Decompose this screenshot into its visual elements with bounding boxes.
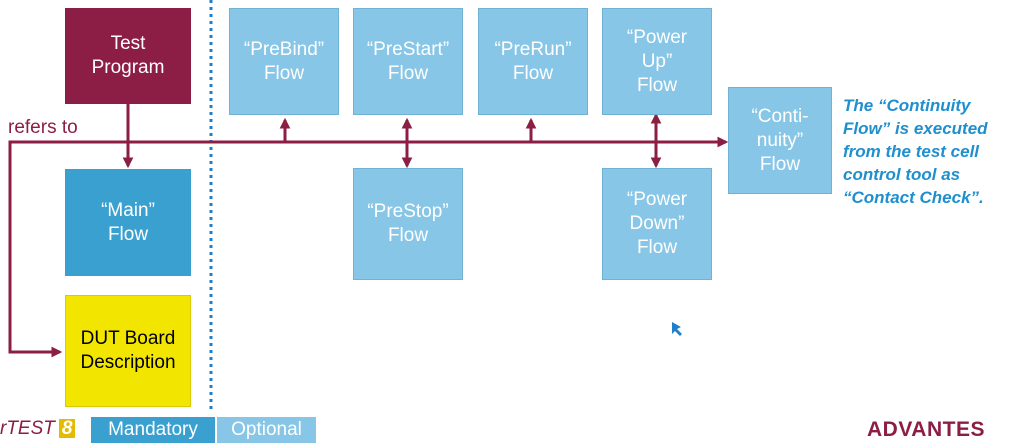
refers-to-label: refers to (8, 117, 78, 138)
legend-mandatory: Mandatory (91, 417, 215, 443)
logo-number: 8 (58, 419, 76, 438)
powerup-flow-box: “Power Up” Flow (602, 8, 712, 115)
prerun-flow-box: “PreRun” Flow (478, 8, 588, 115)
dut-board-label: DUT Board Description (80, 328, 176, 373)
main-flow-box: “Main” Flow (65, 169, 191, 276)
powerdown-flow-box: “Power Down” Flow (602, 168, 712, 280)
continuity-note: The “Continuity Flow” is executed from t… (843, 96, 988, 207)
test-program-box: Test Program (65, 8, 191, 104)
prebind-flow-label: “PreBind” Flow (243, 38, 325, 84)
continuity-flow-box: “Conti- nuity” Flow (728, 87, 832, 194)
powerup-flow-label: “Power Up” Flow (626, 26, 688, 96)
prestop-flow-label: “PreStop” Flow (367, 201, 449, 246)
prestart-flow-box: “PreStart” Flow (353, 8, 463, 115)
mouse-cursor-icon (672, 322, 682, 336)
main-flow-label: “Main” Flow (101, 199, 155, 245)
refers-to-arrow-to-dut (8, 140, 128, 358)
test-program-label: Test Program (91, 33, 165, 78)
prerun-flow-label: “PreRun” Flow (494, 38, 572, 84)
continuity-flow-label: “Conti- nuity” Flow (751, 105, 809, 175)
company-logo: ADVANTES (867, 418, 985, 441)
prestop-flow-box: “PreStop” Flow (353, 168, 463, 280)
legend-optional: Optional (217, 417, 316, 443)
dut-board-description-box: DUT Board Description (65, 295, 191, 407)
logo-text: rTEST (0, 418, 55, 439)
prestart-flow-label: “PreStart” Flow (366, 38, 450, 84)
prebind-flow-box: “PreBind” Flow (229, 8, 339, 115)
powerdown-flow-label: “Power Down” Flow (626, 189, 688, 258)
